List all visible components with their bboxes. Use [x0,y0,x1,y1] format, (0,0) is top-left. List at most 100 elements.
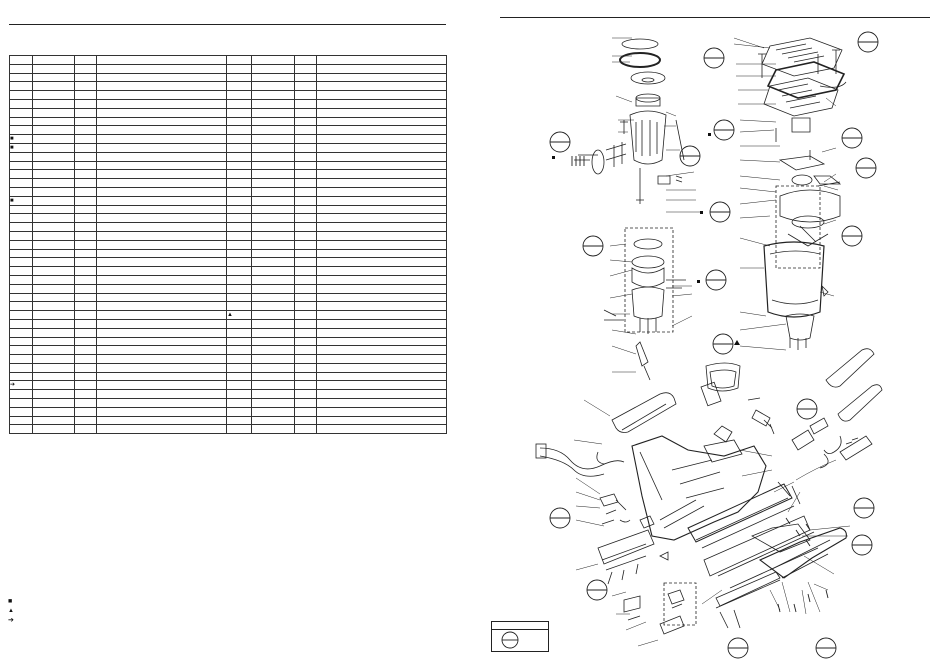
table-cell [251,178,295,188]
table-cell [316,142,447,153]
table-cell [316,318,447,329]
table-cell [74,406,97,417]
table-cell [316,310,447,320]
table-cell [226,116,252,127]
table-cell [32,345,75,356]
table-row [9,98,447,109]
table-cell [316,354,447,364]
table-cell [294,318,317,329]
table-cell [251,230,295,241]
table-row [9,213,447,224]
table-cell [74,389,97,400]
table-cell [294,362,317,373]
table-cell [316,98,447,109]
row-marker: ▲ [226,310,252,320]
table-cell [96,98,227,109]
legend-square: ■ [8,598,13,605]
table-cell [96,239,227,250]
table-cell [251,354,295,364]
table-cell [96,63,227,74]
table-cell [9,406,33,417]
table-cell [96,345,227,356]
table-cell [96,371,227,382]
table-cell [294,134,317,144]
row-marker: ■ [9,142,33,153]
row-marker: ■ [9,134,33,144]
table-row: ➔ [9,380,447,391]
table-cell [74,327,97,338]
table-cell [96,90,227,100]
table-cell [74,310,97,320]
table-cell [251,274,295,285]
table-cell [96,186,227,197]
table-cell [74,195,97,206]
table-cell [32,63,75,74]
table-cell [316,283,447,294]
table-cell [226,81,252,92]
table-cell [226,178,252,188]
table-cell [32,274,75,285]
table-cell [96,248,227,259]
nailer-body-drawing [631,381,767,541]
exhaust-tube-drawing [705,348,883,469]
key-box-divider [492,629,548,630]
table-cell [32,116,75,127]
table-cell [32,380,75,391]
table-cell [294,81,317,92]
table-cell [9,345,33,356]
table-cell [226,160,252,171]
table-cell [226,98,252,109]
table-cell [96,107,227,118]
table-cell [74,116,97,127]
table-cell [9,398,33,408]
table-cell [74,283,97,294]
table-cell [96,380,227,391]
table-row [9,55,447,65]
table-cell [96,301,227,312]
table-cell [316,415,447,426]
piston-assembly-drawing [574,38,685,204]
table-cell [74,230,97,241]
table-row [9,248,447,259]
table-row [9,81,447,92]
table-cell [226,222,252,232]
table-cell [316,292,447,303]
table-cell [74,345,97,356]
table-cell [74,72,97,83]
table-cell [251,151,295,162]
table-cell [226,371,252,382]
table-cell [251,81,295,92]
table-cell [294,345,317,356]
table-cell [294,151,317,162]
table-cell [251,195,295,206]
table-row: ■ [9,195,447,206]
table-cell [32,336,75,347]
table-cell [316,424,447,435]
table-cell [294,301,317,312]
table-cell [294,213,317,224]
table-cell [9,55,33,65]
table-cell [32,424,75,435]
table-cell [251,406,295,417]
table-cell [32,415,75,426]
key-circle-icon [501,631,519,649]
table-cell [316,248,447,259]
table-cell [9,63,33,74]
table-cell [226,186,252,197]
table-cell [251,257,295,268]
table-cell [32,310,75,320]
table-cell [96,266,227,276]
table-cell [74,424,97,435]
table-cell [96,72,227,83]
table-cell [294,336,317,347]
magazine-drawing [687,481,847,609]
table-cell [74,142,97,153]
table-cell [32,90,75,100]
diagram-markers [552,133,740,345]
table-cell [32,98,75,109]
table-cell [9,169,33,180]
table-cell [294,107,317,118]
table-row [9,125,447,136]
exploded-parts-diagram [535,31,883,659]
table-cell [74,415,97,426]
